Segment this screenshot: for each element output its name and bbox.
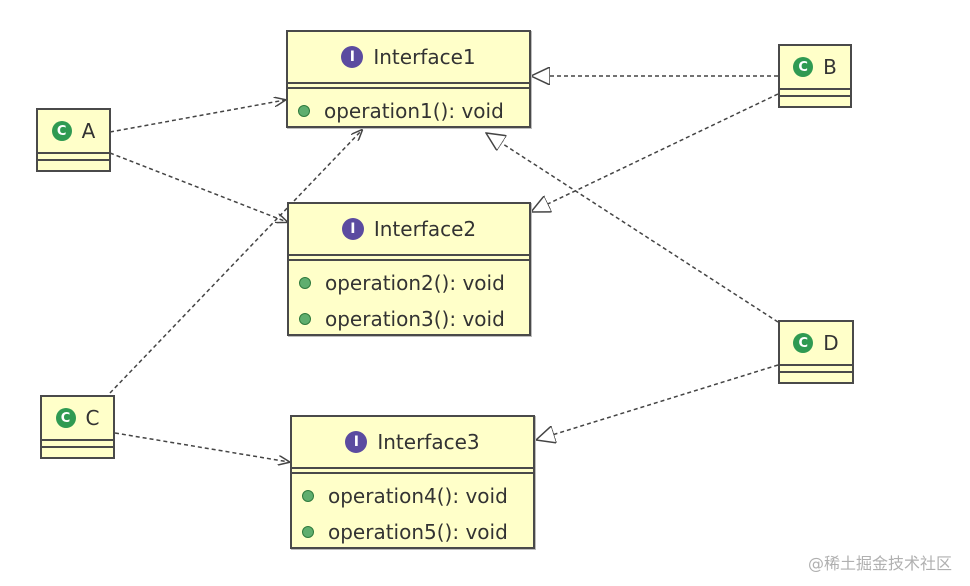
class-b-name: B [823,55,837,79]
a-uses-interface1-arrow [109,100,285,133]
class-icon: C [793,333,814,353]
interface3-divider [292,469,533,474]
class-d-divider [780,366,852,373]
operation-row: operation2(): void [289,265,529,301]
operation-signature: operation5(): void [328,520,508,544]
class-icon: C [51,121,72,141]
d-realizes-interface3-arrow [536,364,779,440]
interface1-box: I Interface1 operation1(): void [286,30,531,128]
class-a-divider [38,154,109,161]
class-a-name: A [81,119,96,143]
public-method-icon [302,526,314,538]
class-d-box: C D [778,320,854,384]
c-uses-interface1-arrow [109,130,362,394]
watermark: @稀土掘金技术社区 [807,554,952,573]
class-b-box: C B [778,44,852,108]
class-c-divider [42,441,113,448]
d-realizes-interface1-arrow [486,133,779,323]
operation-row: operation3(): void [289,301,529,337]
interface2-divider [289,256,529,261]
public-method-icon [299,313,311,325]
interface3-name: Interface3 [377,430,480,454]
operation-row: operation5(): void [292,514,533,550]
operation-row: operation4(): void [292,478,533,514]
interface2-header: I Interface2 [289,204,529,256]
interface1-name: Interface1 [373,45,476,69]
interface-icon: I [341,218,364,240]
interface1-header: I Interface1 [288,32,529,84]
interface2-name: Interface2 [373,217,477,241]
operation-signature: operation3(): void [325,307,505,331]
class-icon: C [55,408,76,428]
class-d-name: D [823,331,839,355]
b-realizes-interface2-arrow [531,93,779,212]
a-uses-interface2-arrow [109,152,287,222]
interface1-divider [288,84,529,89]
public-method-icon [302,490,314,502]
public-method-icon [298,105,310,117]
interface2-box: I Interface2 operation2(): void operatio… [287,202,531,336]
operation-row: operation1(): void [288,93,529,129]
interface3-header: I Interface3 [292,417,533,469]
interface-icon: I [345,431,368,453]
class-icon: C [793,57,814,77]
operation-signature: operation1(): void [324,99,504,123]
operation-signature: operation2(): void [325,271,505,295]
class-b-divider [780,90,850,97]
public-method-icon [299,277,311,289]
operation-signature: operation4(): void [328,484,508,508]
c-uses-interface3-arrow [114,432,289,462]
class-c-name: C [85,406,100,430]
class-c-box: C C [40,395,115,459]
interface-icon: I [341,46,364,68]
interface3-box: I Interface3 operation4(): void operatio… [290,415,535,549]
class-a-box: C A [36,108,111,172]
